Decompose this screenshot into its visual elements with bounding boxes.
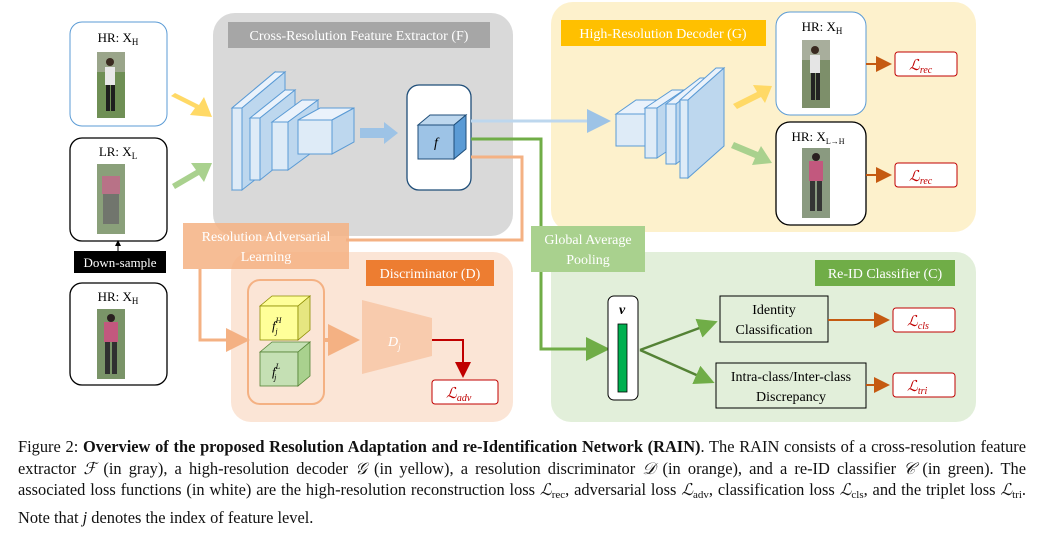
decoder-label: High-Resolution Decoder (G) (579, 27, 747, 42)
fjl-cube (258, 341, 312, 387)
person-image-lr (97, 164, 125, 234)
arrow-to-f (360, 122, 398, 144)
gap-label-1: Global Average (544, 233, 631, 248)
encoder-layers (230, 70, 355, 192)
identity-box (719, 295, 829, 343)
decoder-layers (614, 66, 726, 180)
decoder-label-box (561, 20, 766, 46)
feature-f: f (434, 136, 440, 151)
classifier-label: Re-ID Classifier (C) (828, 267, 943, 282)
loss-rec2: ℒrec (909, 169, 933, 187)
hr-bottom-label: HR: XH (98, 289, 139, 306)
loss-tri-box (892, 372, 956, 398)
lr-label: LR: XL (99, 144, 137, 161)
dj-label: Dj (387, 335, 401, 352)
loss-cls-box (892, 307, 956, 333)
out-hr-label: HR: XH (802, 19, 843, 36)
loss-rec1: ℒrec (909, 58, 933, 76)
gap-label-box (531, 226, 645, 272)
feature-cube (416, 113, 468, 161)
loss-rec2-box (894, 162, 958, 188)
loss-tri: ℒtri (907, 379, 927, 397)
loss-adv-box (431, 379, 499, 405)
intra-label-1: Intra-class/Inter-class (731, 370, 851, 385)
figure-caption: Figure 2: Overview of the proposed Resol… (18, 437, 1027, 527)
dj-block (362, 300, 432, 374)
discriminator-label-box (366, 260, 494, 286)
out-lh-label: HR: XL→H (792, 129, 845, 146)
adversarial-label-1: Resolution Adversarial (202, 230, 331, 245)
intra-box (715, 362, 867, 409)
fjh-cube (258, 295, 312, 341)
arrow-dec-hr (733, 85, 772, 109)
loss-cls: ℒcls (907, 314, 929, 332)
arrow-lr-in (172, 163, 212, 189)
discriminator-label: Discriminator (D) (380, 267, 481, 282)
arrow-v-identity (639, 318, 718, 352)
intra-label-2: Discrepancy (756, 390, 826, 405)
identity-label-1: Identity (752, 303, 796, 318)
classifier-label-box (815, 260, 955, 286)
loss-adv: ℒadv (446, 386, 472, 404)
identity-label-2: Classification (736, 323, 813, 338)
arrow-hr-in (171, 93, 212, 117)
arrow-to-discriminator-input (198, 269, 250, 352)
architecture-diagram: Cross-Resolution Feature Extractor (F) H… (69, 2, 976, 422)
loss-rec1-box (894, 51, 958, 77)
adversarial-label-2: Learning (241, 250, 292, 265)
caption-bold: Overview of the proposed Resolution Adap… (83, 437, 701, 456)
arrow-v-intra (639, 348, 715, 385)
downsample-box (74, 251, 166, 273)
extractor-label-box (228, 22, 490, 48)
arrow-f-adversarial (346, 155, 524, 242)
adversarial-label-box (183, 223, 349, 269)
person-image-hr-bottom (97, 309, 125, 379)
downsample-label: Down-sample (84, 255, 157, 270)
arrow-dec-lh (731, 142, 772, 165)
person-image-out-hr (802, 40, 830, 108)
person-image-hr-top (97, 52, 125, 118)
v-label: v (619, 303, 626, 318)
extractor-label: Cross-Resolution Feature Extractor (F) (250, 29, 469, 44)
gap-label-2: Pooling (566, 253, 610, 268)
v-vector (617, 323, 628, 393)
arrow-to-adv (432, 339, 471, 378)
arrow-gap-to-v (539, 272, 610, 361)
hr-top-label: HR: XH (98, 30, 139, 47)
person-image-out-lh (802, 148, 830, 218)
arrow-f-gap (471, 137, 543, 232)
